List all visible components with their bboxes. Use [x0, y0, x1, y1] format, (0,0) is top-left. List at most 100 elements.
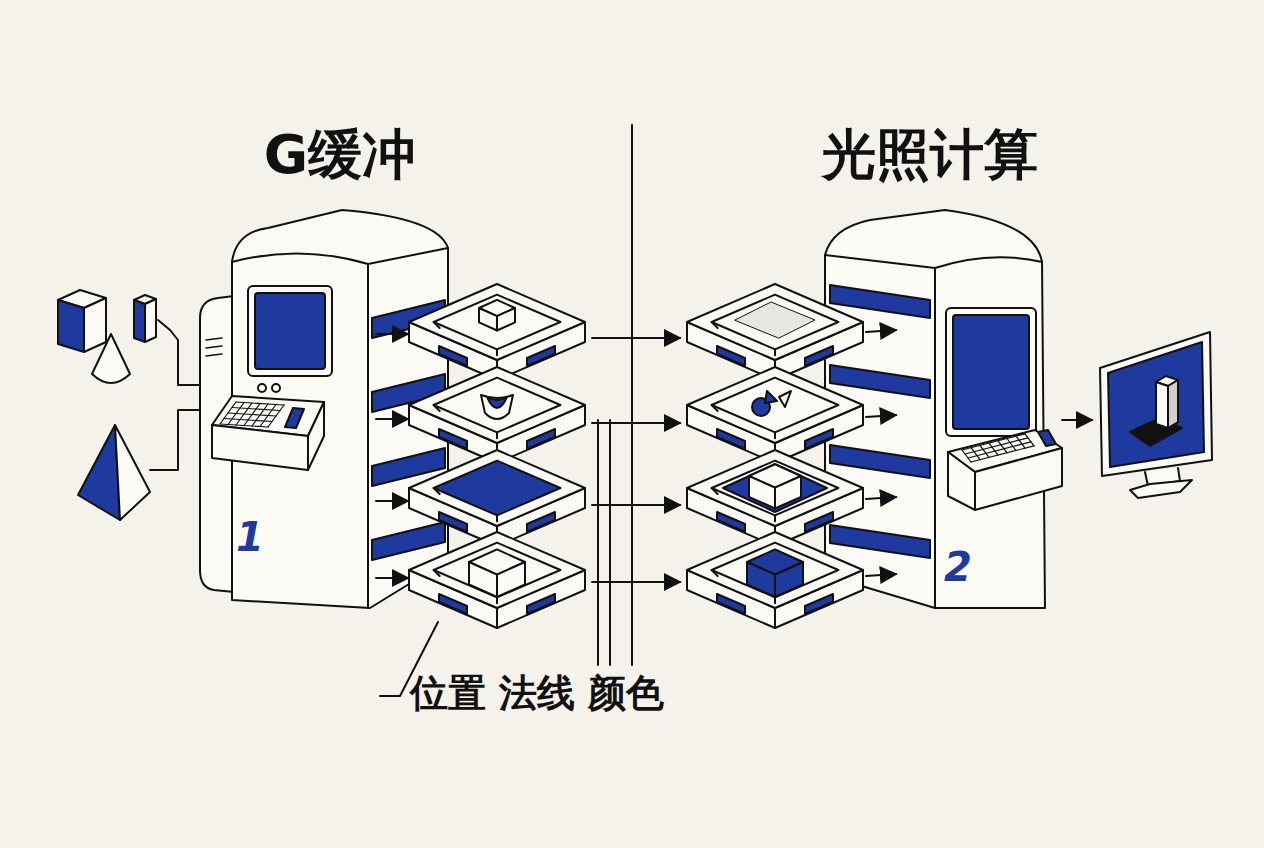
buffer-tray [527, 429, 555, 449]
machine-node: G缓冲 1 [200, 120, 480, 610]
buffer-tray [805, 512, 833, 532]
buffer-tray [775, 562, 803, 597]
gbuffer-machine [285, 408, 304, 428]
buffer-tray [434, 405, 440, 411]
buffer-tray [479, 308, 497, 331]
input-geometry [115, 425, 150, 520]
buffer-label: 位置 法线 颜色 [410, 672, 664, 716]
buffer-tray [527, 512, 555, 532]
buffer-tray [687, 532, 863, 628]
buffer-tray [434, 461, 561, 516]
buffer-tray [409, 450, 585, 526]
lighting-machine [998, 441, 1007, 453]
input-geometry [58, 290, 156, 520]
buffer-tray [779, 391, 791, 407]
input-wire [150, 320, 205, 470]
gbuffer-machine [260, 405, 276, 427]
gbuffer-machine [272, 384, 280, 392]
callout-number: 1 [236, 514, 276, 560]
gbuffer-machine [268, 405, 284, 427]
flow-arrow [592, 337, 680, 339]
gbuffer-machine [228, 403, 244, 425]
buffer-tray [527, 594, 555, 614]
stage-title: G缓冲 [200, 124, 480, 186]
flow-arrow [376, 418, 408, 420]
buffer-tray [434, 488, 440, 494]
callout-number: 2 [944, 544, 984, 590]
gbuffer-machine [236, 403, 252, 425]
gbuffer-machine [258, 384, 266, 392]
buffer-tray [409, 532, 585, 608]
output-monitor [1156, 382, 1168, 428]
output-monitor [1108, 342, 1204, 467]
lighting-machine [971, 448, 980, 460]
buffer-tray [717, 346, 745, 366]
buffer-tray [687, 284, 863, 360]
input-geometry [84, 298, 106, 352]
buffer-tray [527, 346, 555, 366]
buffer-tray [774, 349, 776, 355]
buffer-tray [439, 429, 467, 449]
output-monitor [1100, 332, 1212, 498]
buffer-tray [434, 295, 561, 350]
gbuffer-machine [308, 402, 324, 470]
buffer-tray [409, 284, 585, 360]
buffer-tray [487, 397, 507, 408]
lighting-machine [962, 450, 971, 462]
lighting-machine [953, 315, 1029, 429]
buffer-tray [712, 488, 718, 494]
buffer-tray [735, 302, 815, 338]
lighting-machine [1016, 436, 1025, 448]
buffer-tray [496, 432, 498, 438]
buffer-tray [749, 476, 775, 509]
lighting-machine [962, 434, 1034, 462]
gbuffer-machine [220, 402, 284, 427]
buffer-tray [687, 284, 863, 380]
output-monitor [1168, 380, 1178, 428]
gbuffer-machine [252, 404, 268, 426]
gbuffer-machine [220, 402, 236, 424]
machine-node: 光照计算2 [790, 120, 1070, 610]
lighting-machine [1038, 430, 1056, 446]
buffer-tray [717, 429, 745, 449]
buffer-tray [434, 570, 440, 576]
lighting-machine [825, 255, 1042, 608]
gbuffer-machine [206, 338, 222, 356]
flow-arrow [592, 504, 680, 506]
buffer-tray [712, 378, 839, 433]
input-geometry [58, 300, 84, 352]
buffer-tray [712, 322, 718, 328]
buffer-tray [409, 284, 863, 628]
lighting-machine [980, 445, 989, 457]
divider-line [597, 420, 599, 665]
gbuffer-machine [248, 286, 332, 376]
flow-arrow [376, 500, 408, 502]
lighting-machine [1007, 439, 1016, 451]
buffer-tray [723, 464, 827, 512]
buffer-tray [434, 322, 440, 328]
buffer-tray [496, 597, 498, 603]
flow-arrow [1062, 419, 1092, 421]
buffer-tray [497, 308, 515, 331]
buffer-tray [434, 378, 561, 433]
lighting-machine [1025, 434, 1034, 446]
output-monitor [1130, 480, 1192, 498]
buffer-tray [496, 349, 498, 355]
buffer-tray [409, 367, 585, 463]
buffer-tray [775, 476, 801, 509]
buffer-tray [496, 515, 498, 521]
flow-arrow [866, 415, 896, 417]
buffer-tray [717, 594, 745, 614]
flow-arrow [592, 422, 680, 424]
divider-line [598, 125, 632, 665]
buffer-tray [747, 562, 775, 597]
buffer-tray [805, 346, 833, 366]
buffer-tray [712, 405, 718, 411]
input-wire [158, 320, 205, 385]
buffer-tray [712, 543, 839, 598]
output-monitor [1100, 332, 1212, 476]
input-geometry [145, 299, 156, 342]
buffer-tray [434, 543, 561, 598]
input-geometry [134, 300, 145, 342]
